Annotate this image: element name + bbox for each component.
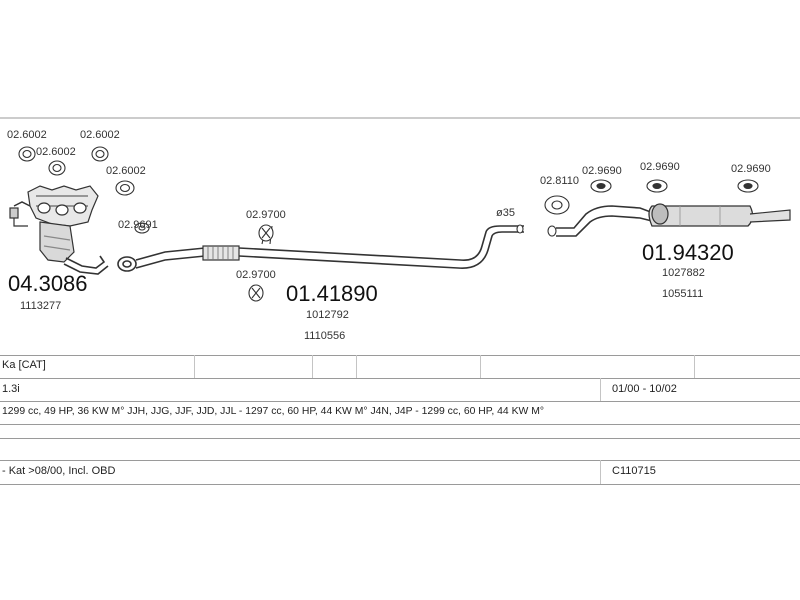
table-divider — [0, 460, 800, 461]
part-label: 02.6002 — [80, 129, 120, 141]
part-label: 02.9691 — [118, 219, 158, 231]
column-divider — [480, 355, 481, 378]
part-label: 02.8110 — [540, 175, 579, 187]
code-cell: C110715 — [612, 465, 656, 477]
column-divider — [356, 355, 357, 378]
middle-pipe — [117, 224, 524, 272]
catalyst-assembly — [9, 185, 109, 275]
rear-number: 01.94320 — [642, 240, 734, 265]
table-divider — [0, 424, 800, 425]
table-bottom-border — [0, 484, 800, 485]
catalyst-ref: 1113277 — [20, 300, 61, 312]
model-cell: Ka [CAT] — [2, 359, 46, 371]
middle-ref-2: 1110556 — [304, 330, 345, 342]
part-label: 02.9690 — [640, 161, 680, 173]
years-cell: 01/00 - 10/02 — [612, 383, 677, 395]
column-divider — [312, 355, 313, 378]
table-divider — [0, 438, 800, 439]
table-top-border — [0, 355, 800, 356]
exhaust-system-diagram: 02.6002 02.6002 02.6002 02.6002 02.9691 … — [0, 117, 800, 342]
rear-ref-1: 1027882 — [662, 267, 705, 279]
rubber-mount-icon — [248, 224, 274, 302]
spec-cell: 1299 cc, 49 HP, 36 KW M° JJH, JJG, JJF, … — [2, 406, 545, 417]
table-divider — [0, 378, 800, 379]
part-label: ø35 — [496, 207, 515, 219]
part-label: 02.9690 — [582, 165, 622, 177]
part-label: 02.6002 — [106, 165, 146, 177]
part-label: 02.9700 — [246, 209, 286, 221]
column-divider — [194, 355, 195, 378]
column-divider — [694, 355, 695, 378]
middle-ref-1: 1012792 — [306, 309, 349, 321]
gasket-icon — [134, 222, 150, 234]
column-divider — [600, 460, 601, 484]
rear-silencer — [547, 203, 791, 237]
clamp-icon — [18, 146, 135, 196]
gasket-icon — [544, 195, 570, 215]
catalyst-number: 04.3086 — [8, 271, 88, 296]
table-divider — [0, 401, 800, 402]
middle-number: 01.41890 — [286, 281, 378, 306]
rear-ref-2: 1055111 — [662, 288, 703, 300]
rubber-mount-icon — [590, 179, 759, 193]
part-label: 02.6002 — [36, 146, 76, 158]
part-label: 02.9700 — [236, 269, 276, 281]
note-cell: - Kat >08/00, Incl. OBD — [2, 465, 116, 477]
column-divider — [600, 378, 601, 401]
part-label: 02.6002 — [7, 129, 47, 141]
engine-cell: 1.3i — [2, 383, 20, 395]
part-label: 02.9690 — [731, 163, 771, 175]
